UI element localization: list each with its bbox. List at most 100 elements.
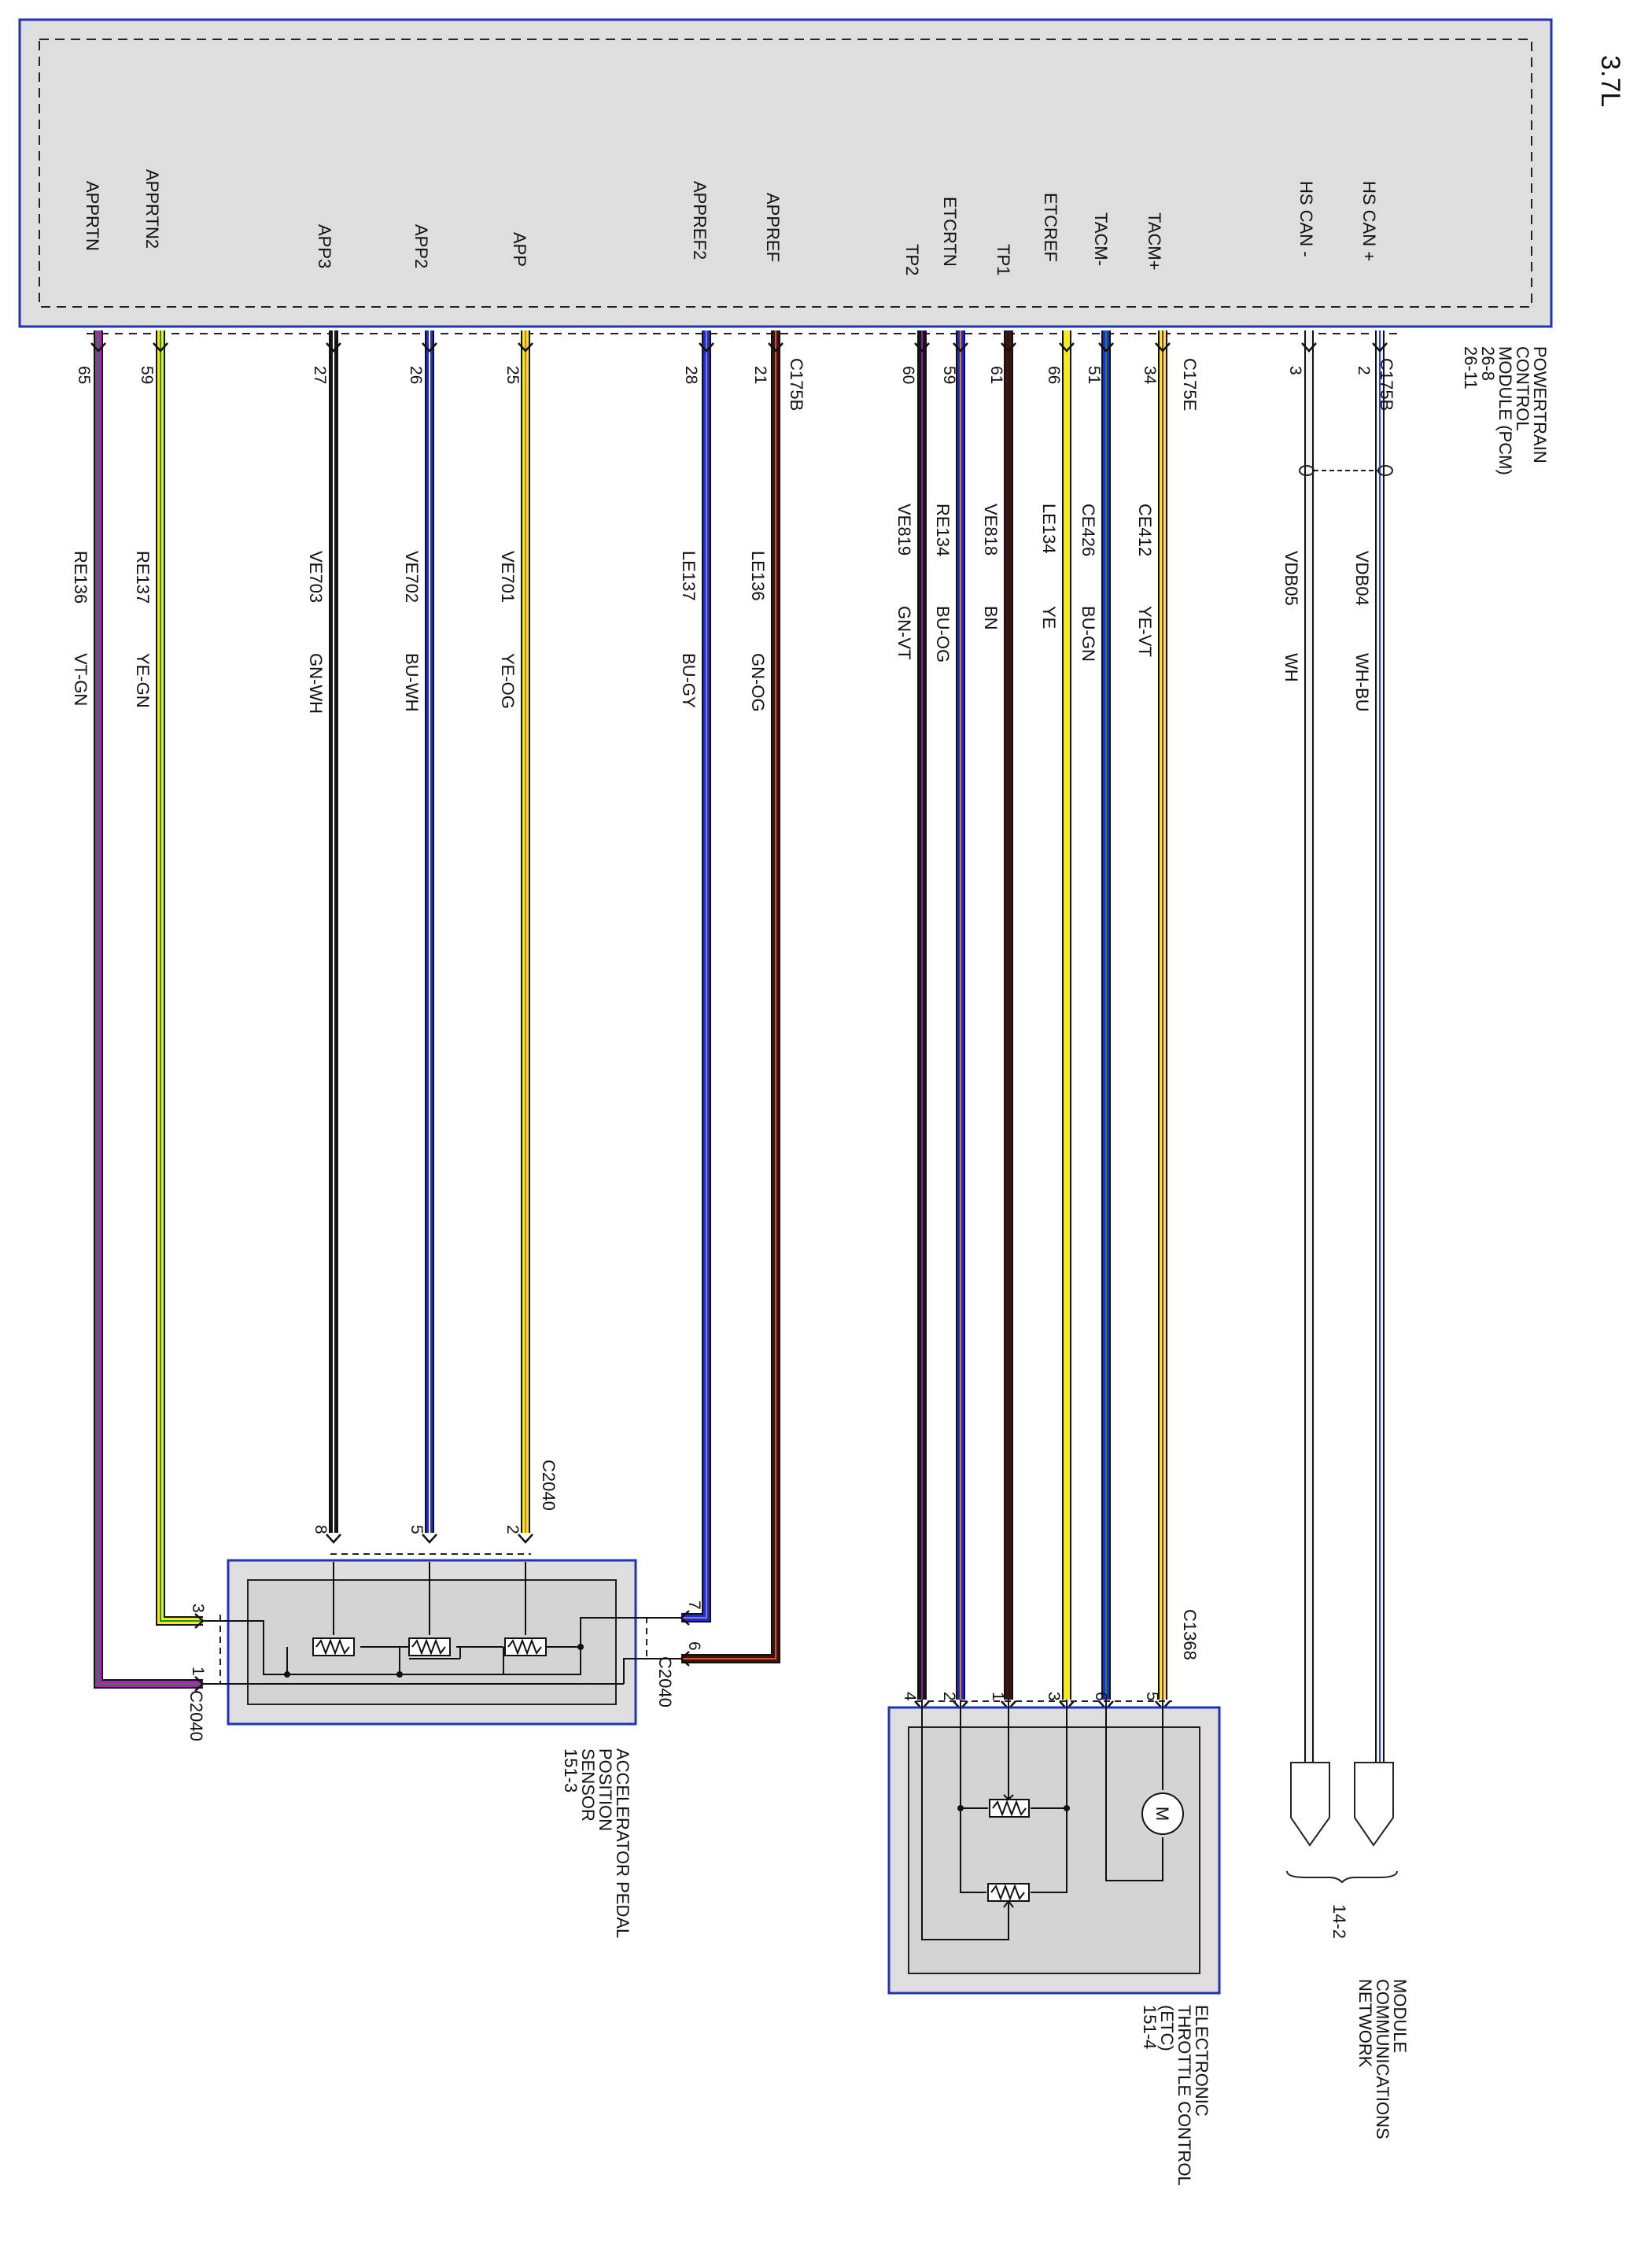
pin-label-appref: APPREF (763, 193, 783, 262)
app-name-4: 151-3 (561, 1748, 581, 1792)
pcm-pin-number: 60 (899, 366, 917, 384)
pin-arrow-icon (953, 342, 968, 353)
pin-arrow-icon (326, 1534, 341, 1544)
pcm-pin-number: 3 (1286, 366, 1304, 375)
network-connector-left (1290, 1762, 1330, 1847)
pcm-pin-number: 34 (1141, 366, 1159, 385)
color-code-label: WH (1281, 653, 1301, 682)
network-name-2: COMMUNICATIONS (1373, 1979, 1392, 2139)
pin-label-app: APP (510, 232, 529, 267)
pcm-pin-number: 28 (682, 366, 700, 384)
wire-body (95, 330, 203, 1687)
app-rail-bottom (286, 1647, 581, 1675)
wire-stripe (681, 330, 776, 1659)
app-name: ACCELERATOR PEDAL POSITION SENSOR 151-3 (561, 1748, 632, 1938)
etc-tp2-sensor-icon (987, 1883, 1030, 1908)
connector-c2040-top: C2040 (539, 1460, 559, 1511)
color-code-label: BU-GN (1079, 606, 1098, 662)
pin-arrow-icon (326, 342, 341, 353)
app-pot-2-icon (408, 1637, 451, 1656)
etc-name-4: 151-4 (1140, 2005, 1160, 2049)
etc-module: M ELECTRONIC THROTTLE CONTROL (ETC) 151-… (887, 1700, 1221, 2186)
circuit-label: VE701 (498, 551, 518, 603)
pcm-pin-number: 66 (1045, 366, 1063, 384)
far-pin-number: 5 (407, 1525, 426, 1534)
pcm-name-3: MODULE (PCM) (1495, 346, 1515, 475)
color-code-label: BU-OG (933, 606, 953, 663)
pcm-pin-number: 21 (751, 366, 769, 384)
wire-body (681, 330, 779, 1662)
pin-arrow-icon (1059, 342, 1075, 353)
color-code-label: VT-GN (71, 653, 90, 706)
app-junction-1 (284, 1671, 290, 1678)
app-name-3: SENSOR (578, 1748, 598, 1822)
pin-label-tacm-minus: TACM- (1091, 212, 1111, 266)
circuit-label: RE137 (133, 551, 153, 604)
pin-arrow-icon (768, 342, 784, 353)
etc-junction-1 (957, 1805, 964, 1811)
color-code-label: YE-OG (498, 653, 518, 709)
pcm-name-2: CONTROL (1513, 346, 1532, 431)
network-name: MODULE COMMUNICATIONS NETWORK (1355, 1979, 1410, 2139)
app-rtn2-wire (203, 1620, 287, 1675)
pin-arrow-icon (1155, 342, 1171, 353)
color-code-label: BN (981, 606, 1001, 630)
far-pin-number: 5 (1143, 1692, 1161, 1701)
color-code-label: BU-GY (679, 653, 699, 708)
pin-label-tp2: TP2 (902, 244, 922, 275)
etc-name-1: ELECTRONIC (1192, 2005, 1211, 2117)
network-name-1: MODULE (1390, 1979, 1410, 2053)
pin-arrow-icon (1001, 342, 1016, 353)
connector-c175e: C175E (1180, 358, 1200, 411)
network-bracket (1286, 1870, 1398, 1884)
app-internal (203, 1562, 681, 1685)
color-code-label: BU-WH (402, 653, 422, 712)
pin-label-app3: APP3 (315, 224, 334, 268)
pin-label-hscan-minus: HS CAN - (1296, 181, 1316, 257)
pin-label-apprtn: APPRTN (83, 181, 102, 251)
circuit-label: VE818 (981, 504, 1001, 556)
can-twist-marker (1299, 465, 1393, 476)
color-code-label: WH-BU (1352, 653, 1372, 712)
connector-c1368: C1368 (1180, 1609, 1200, 1660)
pcm-pin-number: 51 (1085, 366, 1103, 384)
pin-label-appref2: APPREF2 (690, 181, 710, 260)
pin-label-etcref: ETCREF (1041, 193, 1060, 262)
pin-arrow-icon (518, 1534, 533, 1544)
etc-internal (921, 1700, 1163, 1940)
etc-tp2-wire (921, 1700, 1009, 1940)
app-ref-wire-b (623, 1658, 681, 1684)
wire-stripe (160, 330, 203, 1622)
pcm-name: POWERTRAIN CONTROL MODULE (PCM) 26-8 26-… (1461, 346, 1550, 475)
etc-name-3: (ETC) (1157, 2005, 1177, 2051)
connector-c2040-right: C2040 (655, 1656, 675, 1707)
connector-labels: C175B C175E C175B C2040 C2040 C2040 C136… (186, 358, 1396, 1741)
pcm-pin-number: 65 (75, 366, 93, 384)
circuit-label: VDB04 (1352, 551, 1372, 606)
pcm-pin-number: 59 (138, 366, 156, 384)
color-code-label: GN-OG (748, 653, 768, 712)
far-pin-number: 3 (1045, 1692, 1063, 1701)
pin-arrow-icon (1301, 342, 1317, 353)
pin-label-tp1: TP1 (994, 244, 1013, 275)
far-pin-number: 1 (989, 1692, 1007, 1701)
circuit-label: VE819 (894, 504, 914, 556)
far-pin-number: 1 (189, 1667, 207, 1676)
engine-label: 3.7L (1595, 55, 1625, 107)
color-code-label: YE (1039, 606, 1059, 629)
etc-junction-2 (1064, 1805, 1070, 1811)
app-pot-1-icon (504, 1637, 547, 1656)
pcm-box (18, 18, 1553, 328)
pin-arrow-icon (914, 342, 930, 353)
wire-stripe (681, 330, 707, 1619)
far-pin-number: 7 (685, 1600, 703, 1610)
pin-arrow-icon (1098, 342, 1114, 353)
pin-arrow-icon (422, 1534, 437, 1544)
